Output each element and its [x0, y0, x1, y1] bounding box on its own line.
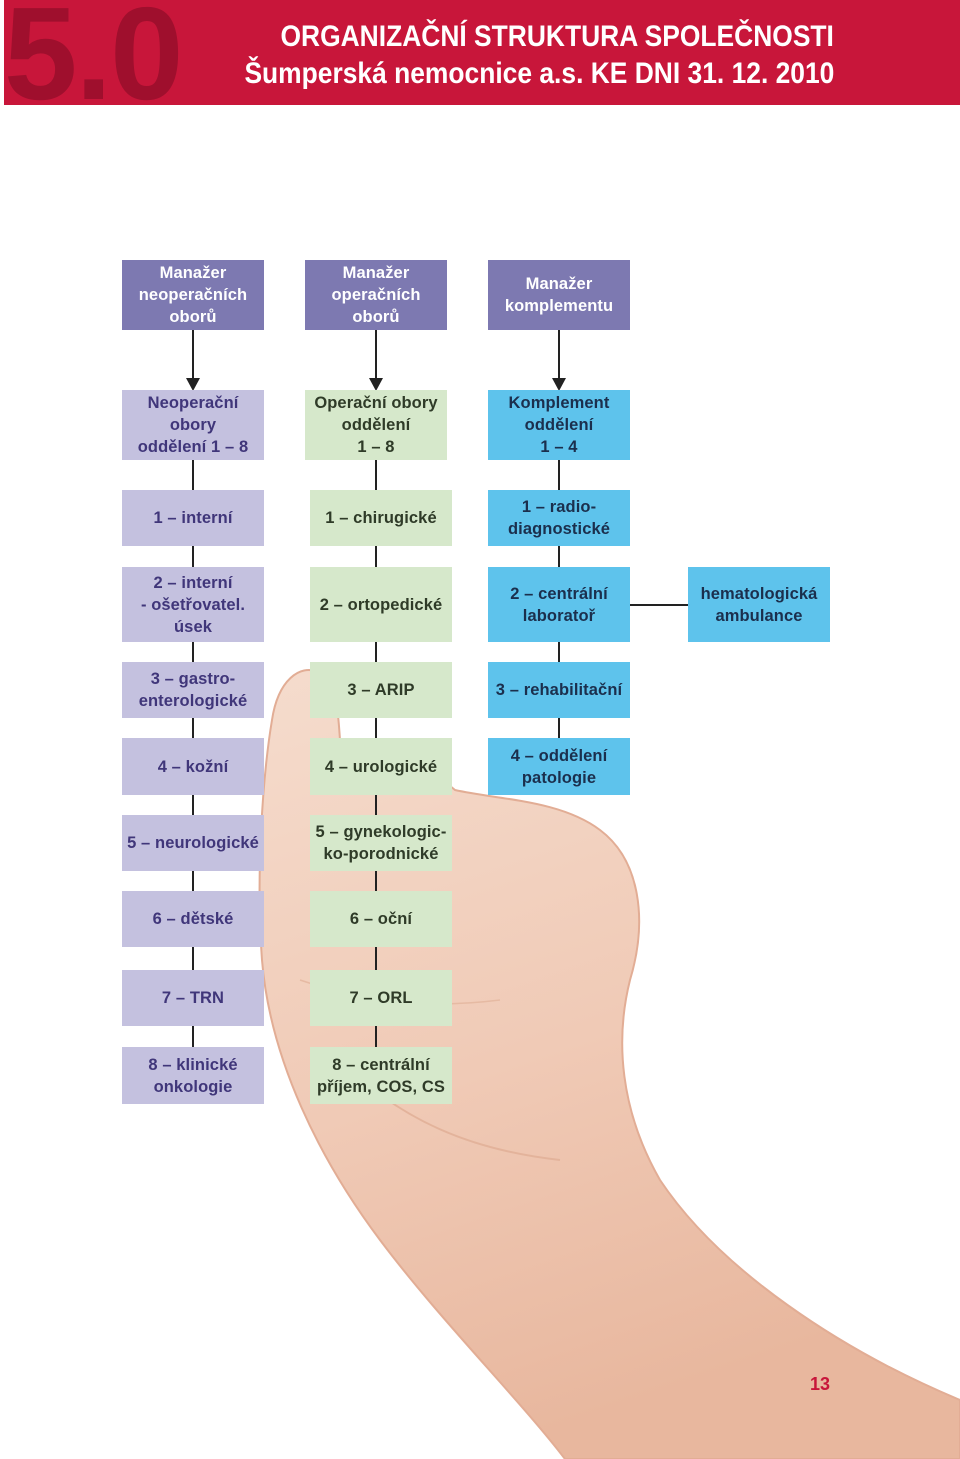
non-operative-dept-1: 1 – interní: [122, 490, 264, 546]
box-label: 2 – centrální laboratoř: [510, 584, 608, 625]
box-label: 8 – centrální příjem, COS, CS: [316, 1055, 446, 1096]
non-operative-dept-4: 4 – kožní: [122, 738, 264, 795]
box-label: 1 – chirugické: [325, 509, 437, 527]
arrow-connector: [186, 330, 200, 391]
non-operative-dept-7: 7 – TRN: [122, 970, 264, 1026]
box-label: hematologická ambulance: [700, 584, 818, 625]
operative-dept-6: 6 – oční: [310, 891, 452, 947]
operative-dept-7: 7 – ORL: [310, 970, 452, 1026]
operative-dept-4: 4 – urologické: [310, 738, 452, 795]
complement-sub-hematology: hematologická ambulance: [688, 567, 830, 642]
non-operative-dept-5: 5 – neurologické: [122, 815, 264, 871]
section-number: 5.0: [4, 0, 183, 105]
box-label: Neoperační obory oddělení 1 – 8: [137, 394, 249, 456]
division-non-operative-box: Neoperační obory oddělení 1 – 8: [122, 390, 264, 460]
manager-non-operative-box: Manažer neoperačních oborů: [122, 260, 264, 330]
box-label: 1 – radio- diagnostické: [507, 498, 611, 538]
manager-complement-box: Manažer komplementu: [488, 260, 630, 330]
box-label: 6 – dětské: [152, 910, 234, 928]
box-label: Komplement oddělení 1 – 4: [508, 394, 610, 456]
page-number: 13: [810, 1374, 831, 1394]
box-label: 1 – interní: [153, 509, 233, 527]
box-label: 8 – klinické onkologie: [148, 1055, 238, 1096]
page-subtitle: Šumperská nemocnice a.s. KE DNI 31. 12. …: [244, 57, 834, 90]
box-label: 5 – neurologické: [127, 834, 259, 852]
operative-dept-5: 5 – gynekologic- ko-porodnické: [310, 815, 452, 871]
page-title: ORGANIZAČNÍ STRUKTURA SPOLEČNOSTI: [280, 20, 834, 53]
operative-dept-2: 2 – ortopedické: [310, 567, 452, 642]
non-operative-dept-6: 6 – dětské: [122, 891, 264, 947]
box-label: Manažer neoperačních oborů: [138, 264, 248, 326]
non-operative-dept-3: 3 – gastro- enterologické: [122, 662, 264, 718]
box-label: Operační obory oddělení 1 – 8: [314, 394, 438, 456]
division-operative-box: Operační obory oddělení 1 – 8: [305, 390, 447, 460]
box-label: 7 – TRN: [161, 989, 225, 1007]
arrow-connector: [369, 330, 383, 391]
complement-dept-4: 4 – oddělení patologie: [488, 738, 630, 795]
box-label: 7 – ORL: [349, 989, 413, 1007]
operative-dept-1: 1 – chirugické: [310, 490, 452, 546]
box-label: 6 – oční: [349, 910, 413, 928]
division-complement-box: Komplement oddělení 1 – 4: [488, 390, 630, 460]
box-label: Manažer komplementu: [504, 275, 614, 315]
non-operative-dept-8: 8 – klinické onkologie: [122, 1047, 264, 1104]
complement-dept-3: 3 – rehabilitační: [488, 662, 630, 718]
arrow-connector: [552, 330, 566, 391]
operative-dept-8: 8 – centrální příjem, COS, CS: [310, 1047, 452, 1104]
box-label: 3 – ARIP: [347, 681, 415, 699]
complement-dept-2: 2 – centrální laboratoř: [488, 567, 630, 642]
manager-operative-box: Manažer operačních oborů: [305, 260, 447, 330]
box-label: 2 – ortopedické: [319, 595, 443, 614]
operative-dept-3: 3 – ARIP: [310, 662, 452, 718]
non-operative-dept-2: 2 – interní - ošetřovatel. úsek: [122, 567, 264, 642]
box-label: 2 – interní - ošetřovatel. úsek: [140, 573, 246, 636]
complement-dept-1: 1 – radio- diagnostické: [488, 490, 630, 546]
box-label: 4 – oddělení patologie: [510, 746, 608, 787]
box-label: 4 – kožní: [157, 757, 229, 776]
box-label: 3 – gastro- enterologické: [138, 670, 248, 710]
box-label: 5 – gynekologic- ko-porodnické: [315, 823, 447, 863]
box-label: Manažer operačních oborů: [331, 264, 421, 326]
box-label: 3 – rehabilitační: [495, 681, 623, 699]
header-banner: 5.0 ORGANIZAČNÍ STRUKTURA SPOLEČNOSTI Šu…: [4, 0, 960, 105]
box-label: 4 – urologické: [324, 757, 438, 776]
